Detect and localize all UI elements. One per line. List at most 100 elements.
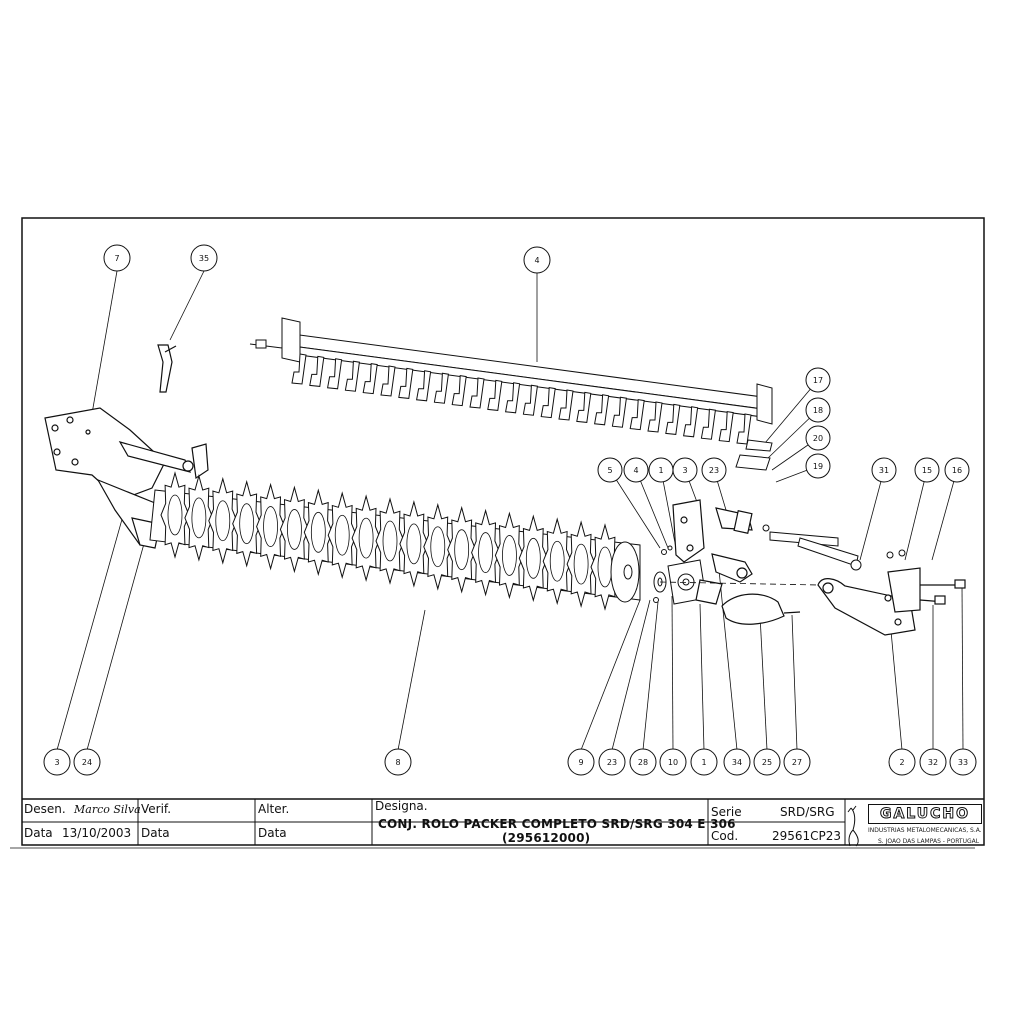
packer-ring bbox=[494, 511, 524, 600]
callout-4: 4 bbox=[523, 246, 551, 274]
callout-16: 16 bbox=[944, 457, 970, 483]
callout-24: 24 bbox=[73, 748, 101, 776]
callout-4: 4 bbox=[623, 457, 649, 483]
drawing-code: (295612000) bbox=[502, 831, 591, 845]
comb-tooth bbox=[309, 355, 325, 387]
comb-tooth bbox=[647, 401, 663, 433]
comb-tooth bbox=[700, 408, 716, 440]
callout-1: 1 bbox=[648, 457, 674, 483]
callout-15: 15 bbox=[914, 457, 940, 483]
callout-number: 8 bbox=[395, 758, 400, 767]
comb-tooth bbox=[736, 413, 752, 445]
callout-number: 7 bbox=[114, 254, 119, 263]
callout-3: 3 bbox=[43, 748, 71, 776]
callout-27: 27 bbox=[783, 748, 811, 776]
callout-number: 18 bbox=[813, 406, 823, 415]
packer-ring bbox=[423, 502, 453, 591]
callout-number: 3 bbox=[682, 466, 687, 475]
callout-number: 16 bbox=[952, 466, 962, 475]
comb-tooth bbox=[433, 372, 449, 404]
callout-32: 32 bbox=[919, 748, 947, 776]
serie-value: SRD/SRG bbox=[780, 805, 835, 819]
packer-ring bbox=[184, 474, 214, 562]
packer-ring bbox=[399, 500, 429, 588]
callout-number: 35 bbox=[199, 254, 209, 263]
comb-tooth bbox=[505, 382, 521, 414]
callout-number: 1 bbox=[658, 466, 663, 475]
callout-number: 28 bbox=[638, 758, 648, 767]
packer-ring bbox=[327, 491, 357, 580]
part-scraper-comb bbox=[249, 317, 773, 471]
packer-ring bbox=[279, 485, 309, 574]
packer-ring bbox=[518, 514, 548, 603]
callout-8: 8 bbox=[384, 748, 412, 776]
callout-number: 2 bbox=[899, 758, 904, 767]
callout-number: 15 bbox=[922, 466, 932, 475]
assembly-axis bbox=[659, 581, 821, 586]
callout-3: 3 bbox=[672, 457, 698, 483]
company-logo: GALUCHO bbox=[868, 804, 982, 824]
callout-18: 18 bbox=[805, 397, 831, 423]
data-label: Data bbox=[24, 826, 53, 840]
callout-34: 34 bbox=[723, 748, 751, 776]
part-scraper-bar bbox=[157, 344, 177, 393]
callout-1: 1 bbox=[690, 748, 718, 776]
callout-28: 28 bbox=[629, 748, 657, 776]
company-address: S. JOAO DAS LAMPAS - PORTUGAL bbox=[878, 838, 980, 845]
callout-9: 9 bbox=[567, 748, 595, 776]
part-guard bbox=[721, 593, 801, 625]
callout-10: 10 bbox=[659, 748, 687, 776]
part-side-bracket bbox=[672, 499, 753, 605]
company-name: INDUSTRIAS METALOMECANICAS, S.A. bbox=[868, 827, 982, 834]
callout-number: 32 bbox=[928, 758, 938, 767]
callout-number: 1 bbox=[701, 758, 706, 767]
packer-ring bbox=[351, 494, 381, 582]
callout-number: 33 bbox=[958, 758, 968, 767]
leader-lines bbox=[56, 270, 964, 751]
callout-number: 31 bbox=[879, 466, 889, 475]
callout-number: 17 bbox=[813, 376, 823, 385]
packer-ring bbox=[590, 523, 620, 611]
comb-tooth bbox=[540, 387, 556, 419]
comb-tooth bbox=[398, 367, 414, 399]
comb-tooth bbox=[594, 394, 610, 426]
comb-tooth bbox=[629, 399, 645, 431]
serie-label: Serie bbox=[711, 805, 742, 819]
callout-17: 17 bbox=[805, 367, 831, 393]
callout-number: 34 bbox=[732, 758, 742, 767]
verif-label: Verif. bbox=[141, 802, 172, 816]
data-label-alter: Data bbox=[258, 826, 287, 840]
comb-tooth bbox=[362, 363, 378, 395]
comb-tooth bbox=[451, 375, 467, 407]
designa-label: Designa. bbox=[375, 799, 428, 813]
callout-31: 31 bbox=[871, 457, 897, 483]
callout-2: 2 bbox=[888, 748, 916, 776]
comb-tooth bbox=[576, 391, 592, 423]
callout-number: 3 bbox=[54, 758, 59, 767]
callout-35: 35 bbox=[190, 244, 218, 272]
callout-number: 24 bbox=[82, 758, 92, 767]
packer-ring bbox=[375, 497, 405, 585]
part-bearing-hub bbox=[653, 545, 707, 605]
part-tension-rod bbox=[762, 524, 906, 571]
packer-ring bbox=[160, 471, 190, 559]
designer-signature: Marco Silva bbox=[74, 803, 141, 816]
comb-tooth bbox=[611, 396, 627, 428]
callout-7: 7 bbox=[103, 244, 131, 272]
comb-tooth bbox=[380, 365, 396, 397]
callout-number: 27 bbox=[792, 758, 802, 767]
desen-label: Desen. bbox=[24, 802, 66, 816]
part-packer-roller bbox=[149, 471, 641, 611]
comb-tooth bbox=[416, 370, 432, 402]
callout-23: 23 bbox=[598, 748, 626, 776]
title-block-grid bbox=[10, 798, 984, 849]
comb-tooth bbox=[683, 406, 699, 438]
part-side-arm bbox=[817, 567, 966, 636]
packer-ring bbox=[256, 482, 286, 571]
alter-label: Alter. bbox=[258, 802, 290, 816]
callout-number: 10 bbox=[668, 758, 678, 767]
callout-33: 33 bbox=[949, 748, 977, 776]
callout-5: 5 bbox=[597, 457, 623, 483]
packer-ring bbox=[232, 479, 262, 568]
callout-number: 4 bbox=[633, 466, 638, 475]
